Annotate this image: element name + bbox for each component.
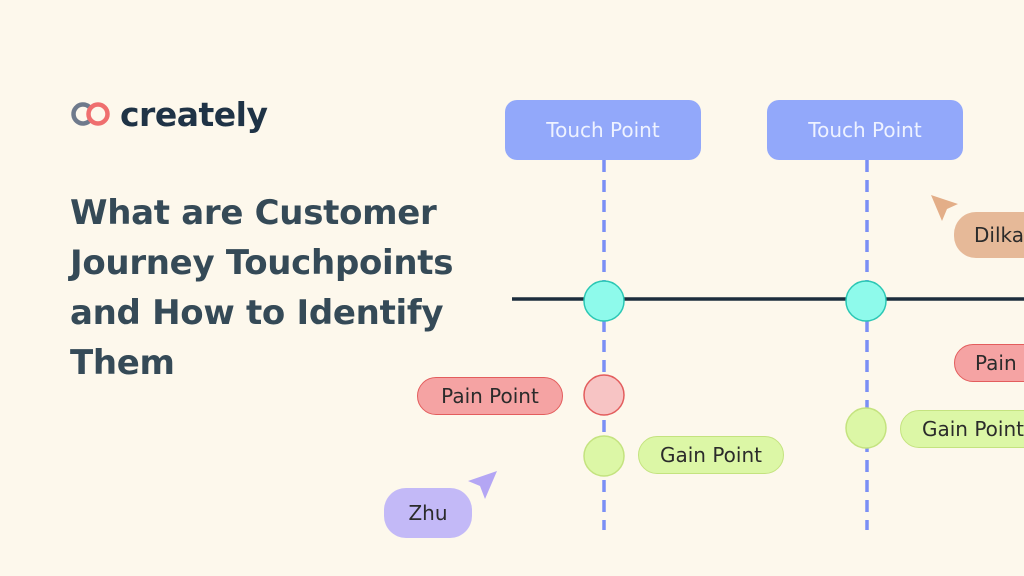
touch-node-1 <box>583 280 625 322</box>
gain-node-2 <box>845 407 887 449</box>
creately-logo-icon <box>71 102 110 126</box>
cursor-arrow-icon <box>468 471 497 499</box>
touch-node-2 <box>845 280 887 322</box>
pain-node-1 <box>583 374 625 416</box>
touch-point-label-1: Touch Point <box>546 118 660 142</box>
pain-point-pill-2[interactable]: Pain <box>954 344 1024 382</box>
pain-point-label-1: Pain Point <box>441 384 539 408</box>
touch-point-box-1[interactable]: Touch Point <box>505 100 701 160</box>
collaborator-name: Zhu <box>408 501 448 525</box>
page-title: What are Customer Journey Touchpoints an… <box>70 193 454 383</box>
brand-name: creately <box>120 94 268 134</box>
pain-point-pill-1[interactable]: Pain Point <box>417 377 563 415</box>
gain-point-pill-1[interactable]: Gain Point <box>638 436 784 474</box>
touch-point-box-2[interactable]: Touch Point <box>767 100 963 160</box>
gain-point-label-2: Gain Point <box>921 417 1024 441</box>
collaborator-name: Dilka <box>974 223 1024 247</box>
collaborator-cursor-zhu: Zhu <box>384 488 472 538</box>
pain-point-label-2: Pain <box>975 351 1017 375</box>
creately-logo[interactable]: creately <box>70 92 268 136</box>
gain-node-1 <box>583 435 625 477</box>
cursor-arrow-icon <box>931 195 958 221</box>
touch-point-label-2: Touch Point <box>808 118 922 142</box>
gain-point-pill-2[interactable]: Gain Point <box>900 410 1024 448</box>
collaborator-cursor-dilka: Dilka <box>954 212 1024 258</box>
gain-point-label-1: Gain Point <box>659 443 762 467</box>
